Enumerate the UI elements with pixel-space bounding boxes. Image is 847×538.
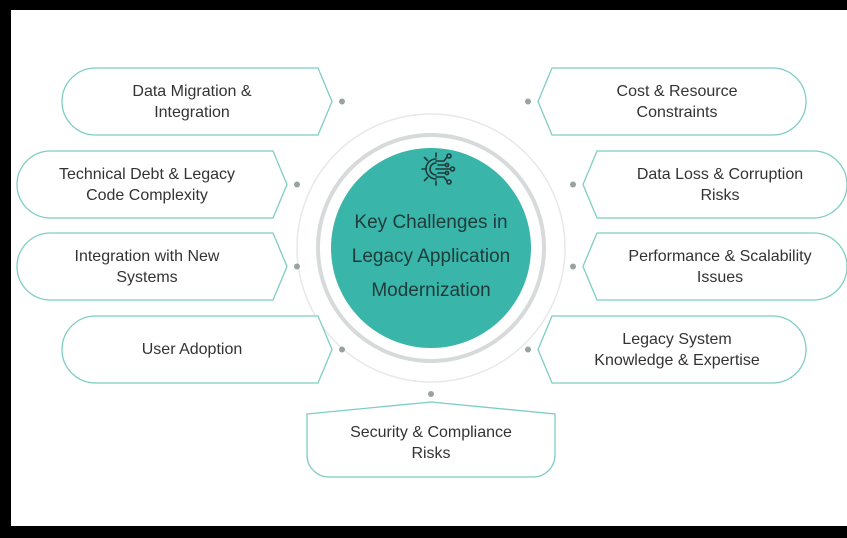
connector-dot-performance-scalability: [570, 263, 576, 270]
connector-dot-legacy-knowledge: [525, 346, 531, 353]
center-circle: [331, 148, 531, 348]
challenge-bubble-integration-new-systems: [16, 232, 288, 301]
gear-circuit-icon: [414, 147, 456, 191]
connector-dot-technical-debt: [294, 181, 300, 188]
challenge-label-user-adoption: User Adoption: [141, 341, 243, 358]
connector-dot-data-loss: [570, 181, 576, 188]
connector-dot-data-migration: [339, 98, 345, 105]
outer-ring: [296, 113, 566, 383]
challenge-label-technical-debt: Technical Debt & Legacy Code Complexity: [58, 165, 236, 204]
challenge-bubble-data-migration: [61, 67, 333, 136]
challenge-bubble-user-adoption: [61, 315, 333, 384]
challenge-label-legacy-knowledge: Legacy System Knowledge & Expertise: [594, 330, 760, 369]
connector-dot-user-adoption: [339, 346, 345, 353]
challenge-bubble-cost-resource: [537, 67, 807, 136]
challenge-bubble-legacy-knowledge: [537, 315, 807, 384]
center-title: Key Challenges in Legacy Application Mod…: [351, 212, 511, 301]
diagram-canvas: Key Challenges in Legacy Application Mod…: [11, 10, 847, 526]
challenge-label-data-loss: Data Loss & Corruption Risks: [636, 165, 804, 204]
challenge-label-integration-new-systems: Integration with New Systems: [74, 247, 220, 286]
challenge-label-data-migration: Data Migration & Integration: [132, 82, 252, 121]
connector-dot-security-compliance: [428, 391, 434, 397]
challenge-bubble-security-compliance: [306, 401, 556, 478]
connector-dot-cost-resource: [525, 98, 531, 105]
challenge-label-cost-resource: Cost & Resource Constraints: [616, 82, 738, 121]
challenge-bubble-technical-debt: [16, 150, 288, 219]
connector-dot-integration-new-systems: [294, 263, 300, 270]
challenge-label-security-compliance: Security & Compliance Risks: [350, 423, 512, 462]
challenge-label-performance-scalability: Performance & Scalability Issues: [628, 247, 812, 286]
diagram-shapes: [16, 67, 847, 478]
